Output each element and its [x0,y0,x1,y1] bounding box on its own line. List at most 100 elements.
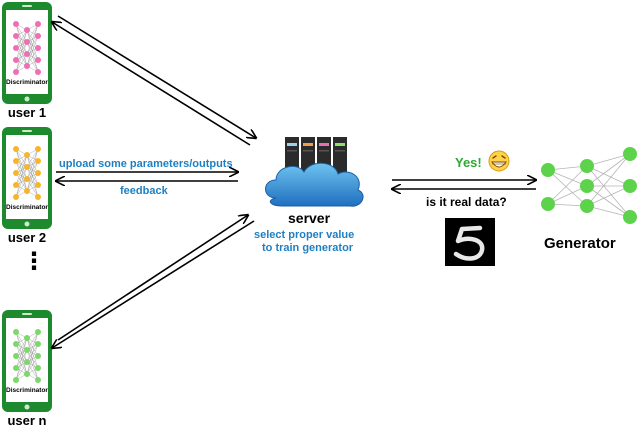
gen-edge [547,169,588,187]
nn-edge [15,53,28,73]
nn-edge [26,23,39,67]
nn-edge [26,148,39,168]
nn-node [35,182,41,188]
question-label: is it real data? [426,195,507,209]
nn-node [13,377,19,383]
nn-edge [15,166,28,198]
nn-node [35,33,41,39]
nn-node [13,182,19,188]
user-2-phone: Discriminator [2,127,52,229]
gen-node [541,197,555,211]
user-n-label: user n [7,413,47,428]
nn-node [13,341,19,347]
nn-node [35,194,41,200]
gen-node [623,147,637,161]
nn-node [24,371,30,377]
nn-edge [26,172,39,192]
nn-edge [26,355,39,375]
nn-node [35,158,41,164]
nn-node [24,63,30,69]
gen-edge [547,185,588,205]
gen-edge [586,185,631,218]
nn-node [24,152,30,158]
nn-node [24,188,30,194]
mnist-digit-icon [445,218,495,266]
nn-edge [26,331,39,363]
nn-node [24,347,30,353]
user-n-model-label: Discriminator [6,387,48,394]
nn-node [13,329,19,335]
nn-edge [26,343,39,375]
nn-node [35,146,41,152]
gen-edge [586,153,631,167]
gen-node [580,199,594,213]
server-rack-cloud-icon [265,137,364,207]
gen-node [623,210,637,224]
user-1-model-label: Discriminator [6,79,48,86]
nn-node [13,170,19,176]
nn-edge [26,23,39,55]
feedback-label: feedback [120,185,168,197]
gen-node [623,179,637,193]
nn-edge [15,154,28,186]
nn-edge [15,337,28,357]
gen-node [580,179,594,193]
nn-node [35,170,41,176]
gen-node [580,159,594,173]
nn-node [35,21,41,27]
nn-node [24,335,30,341]
nn-node [35,353,41,359]
nn-node [24,51,30,57]
nn-node [24,359,30,365]
gen-edge [586,165,631,218]
gen-edge [586,153,631,187]
nn-edge [15,41,28,73]
gen-node [541,163,555,177]
nn-node [35,69,41,75]
nn-node [35,341,41,347]
nn-node [24,27,30,33]
user-2-label: user 2 [7,230,47,245]
arrow-user1-server [52,15,256,146]
nn-node [13,365,19,371]
nn-edge [26,331,39,351]
nn-edge [15,337,28,381]
arrow-user2-server [56,172,238,181]
generator-network-icon [541,147,637,224]
nn-edge [26,148,39,180]
user-1-label: user 1 [7,105,47,120]
nn-node [35,45,41,51]
gen-edge [547,165,588,205]
user-n-phone: Discriminator [2,310,52,412]
nn-node [24,164,30,170]
nn-edge [15,154,28,174]
nn-node [13,69,19,75]
nn-edge [15,154,28,198]
arrow-server-generator [392,180,536,189]
nn-node [13,194,19,200]
gen-edge [586,153,631,207]
generator-label: Generator [544,235,616,252]
server-action-line2: to train generator [262,242,354,254]
nn-edge [15,337,28,369]
nn-edge [15,349,28,381]
user-n-network-icon [13,329,41,383]
nn-edge [26,148,39,192]
grinning-face-icon [488,150,510,172]
nn-edge [15,178,28,198]
nn-edge [26,47,39,67]
nn-edge [15,29,28,61]
nn-node [35,329,41,335]
user-1-phone: Discriminator [2,2,52,104]
nn-node [35,377,41,383]
user-1-network-icon [13,21,41,75]
ellipsis: ⋮ [22,248,46,275]
user-2-model-label: Discriminator [6,204,48,211]
nn-edge [26,23,39,43]
nn-node [13,45,19,51]
nn-node [13,21,19,27]
nn-node [13,33,19,39]
nn-node [24,39,30,45]
gen-edge [586,165,631,187]
gen-edge [547,169,588,207]
